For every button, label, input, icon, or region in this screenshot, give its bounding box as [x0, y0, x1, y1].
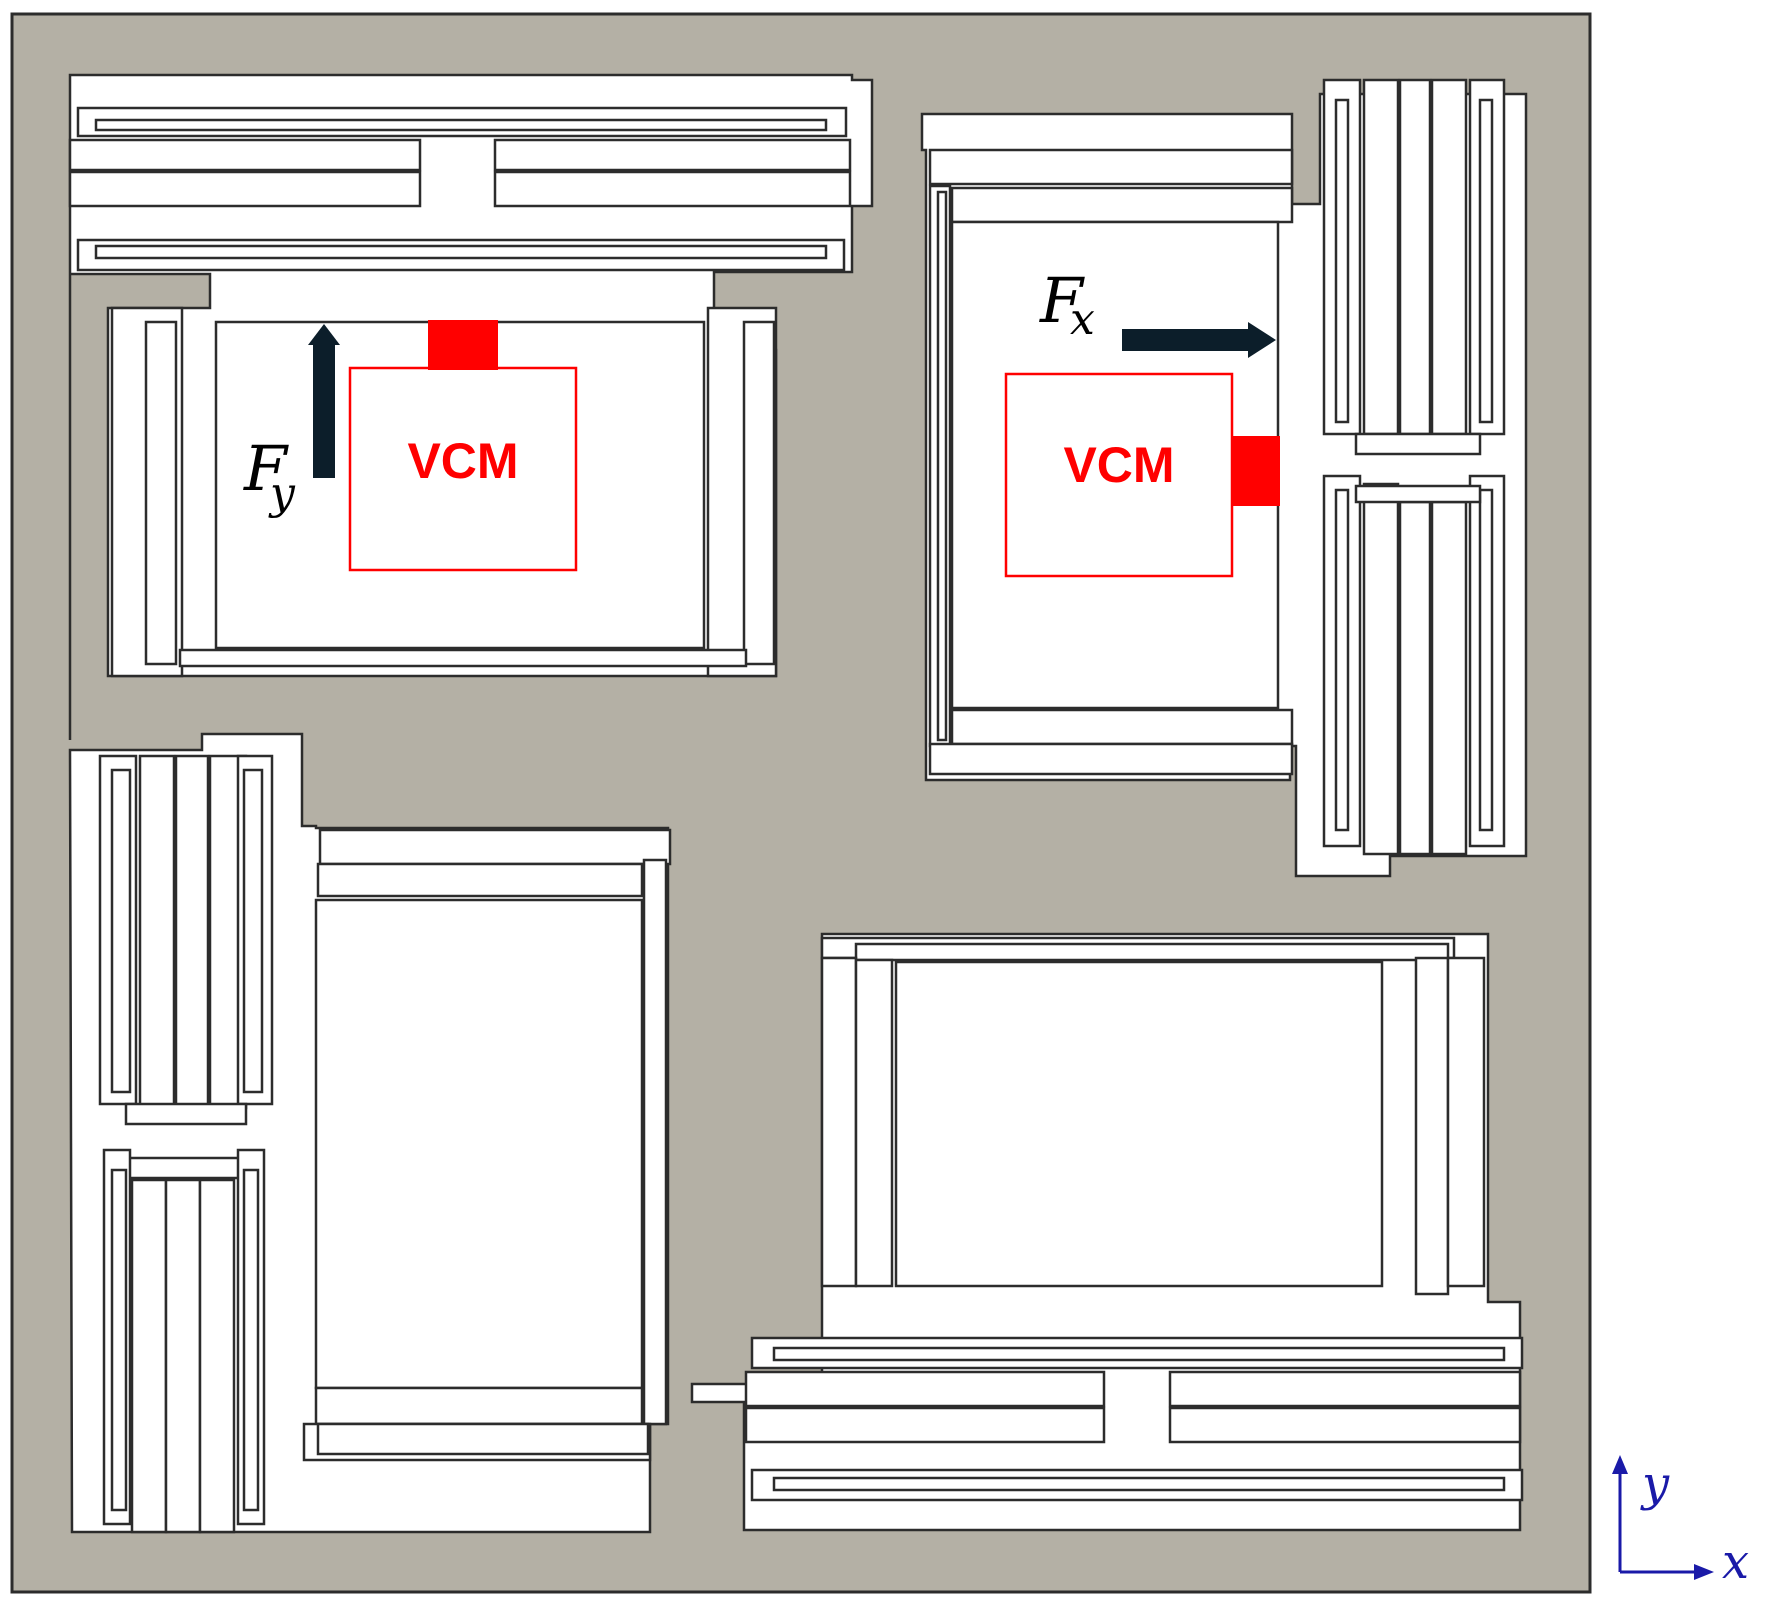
stage-window-tl — [214, 320, 706, 650]
svg-text:F: F — [243, 432, 289, 505]
flexure-slot — [318, 828, 672, 866]
flexure-slot — [1478, 488, 1494, 832]
flexure-slot — [1478, 98, 1494, 424]
flexure-slot — [1354, 432, 1482, 456]
vcm-right-box — [1004, 372, 1234, 578]
flexure-slot — [1430, 500, 1468, 856]
flexure-slot — [130, 1178, 168, 1534]
vcm-left-label: VCM — [407, 433, 518, 489]
flexure-slot — [854, 942, 1450, 962]
flexure-slot — [242, 768, 264, 1094]
flexure-slot — [242, 1168, 260, 1512]
axis-y-label: y — [1640, 1456, 1670, 1512]
flexure-slot — [174, 754, 210, 1110]
stage-window-br — [894, 960, 1384, 1288]
flexure-slot — [1362, 78, 1400, 436]
svg-text:x: x — [1070, 294, 1095, 345]
svg-text:y: y — [268, 468, 296, 519]
flexure-slot — [1354, 484, 1482, 504]
vcm-left-box — [348, 366, 578, 572]
flexure-slot — [772, 1346, 1506, 1362]
flexure-slot — [928, 742, 1294, 776]
flexure-slot — [642, 858, 668, 1426]
flexure-slot — [950, 186, 1294, 224]
flexure-slot — [1334, 98, 1350, 424]
flexure-slot — [854, 958, 894, 1288]
vcm-mount-tab-left — [428, 320, 498, 370]
flexure-slot — [314, 1386, 644, 1426]
flexure-slot — [110, 1168, 128, 1512]
stage-window-bl — [314, 898, 644, 1390]
force-x-arrow — [1122, 322, 1276, 358]
flexure-slot — [744, 1406, 1106, 1444]
axis-x-label: x — [1722, 1534, 1749, 1590]
flexure-slot — [1362, 482, 1400, 856]
flexure-slot — [772, 1476, 1506, 1492]
flexure-slot — [742, 320, 776, 666]
flexure-slot — [1398, 78, 1432, 436]
flexure-slot — [950, 708, 1294, 746]
flexure-slot — [198, 1178, 236, 1534]
flexure-slot — [68, 170, 422, 208]
flexure-slot — [94, 118, 828, 132]
flexure-slot — [1446, 956, 1486, 1288]
force-x-label: F x — [1039, 264, 1095, 345]
flexure-slot — [124, 1102, 248, 1126]
flexure-slot — [936, 190, 948, 742]
flexure-slot — [316, 862, 644, 898]
flexure-slot — [744, 1370, 1106, 1408]
flexure-slot — [493, 170, 852, 208]
flexure-slot — [1168, 1406, 1522, 1444]
flexure-slot — [94, 244, 828, 260]
flexure-slot — [124, 1156, 244, 1180]
flexure-slot — [316, 1422, 650, 1456]
force-y-arrow — [308, 324, 340, 478]
flexure-slot — [144, 320, 178, 666]
vcm-right-label: VCM — [1063, 437, 1174, 493]
flexure-slot — [1398, 500, 1432, 856]
flexure-slot — [1168, 1370, 1522, 1408]
flexure-slot — [1414, 956, 1450, 1296]
svg-text:F: F — [1039, 264, 1085, 337]
flexure-slot — [1430, 78, 1468, 436]
flexure-slot — [164, 1178, 202, 1534]
flexure-slot — [820, 956, 858, 1288]
flexure-slot — [1334, 488, 1350, 832]
flexure-slot — [178, 648, 748, 668]
flexure-slot — [138, 754, 176, 1110]
flexure-slot — [928, 148, 1294, 186]
flexure-slot — [493, 138, 852, 172]
flexure-slots — [68, 73, 1528, 1534]
flexure-slot — [68, 138, 422, 172]
flexure-slot — [110, 768, 132, 1094]
force-y-label: F y — [243, 432, 296, 519]
vcm-mount-tab-right — [1232, 436, 1280, 506]
coordinate-axes: y x — [1612, 1455, 1749, 1590]
